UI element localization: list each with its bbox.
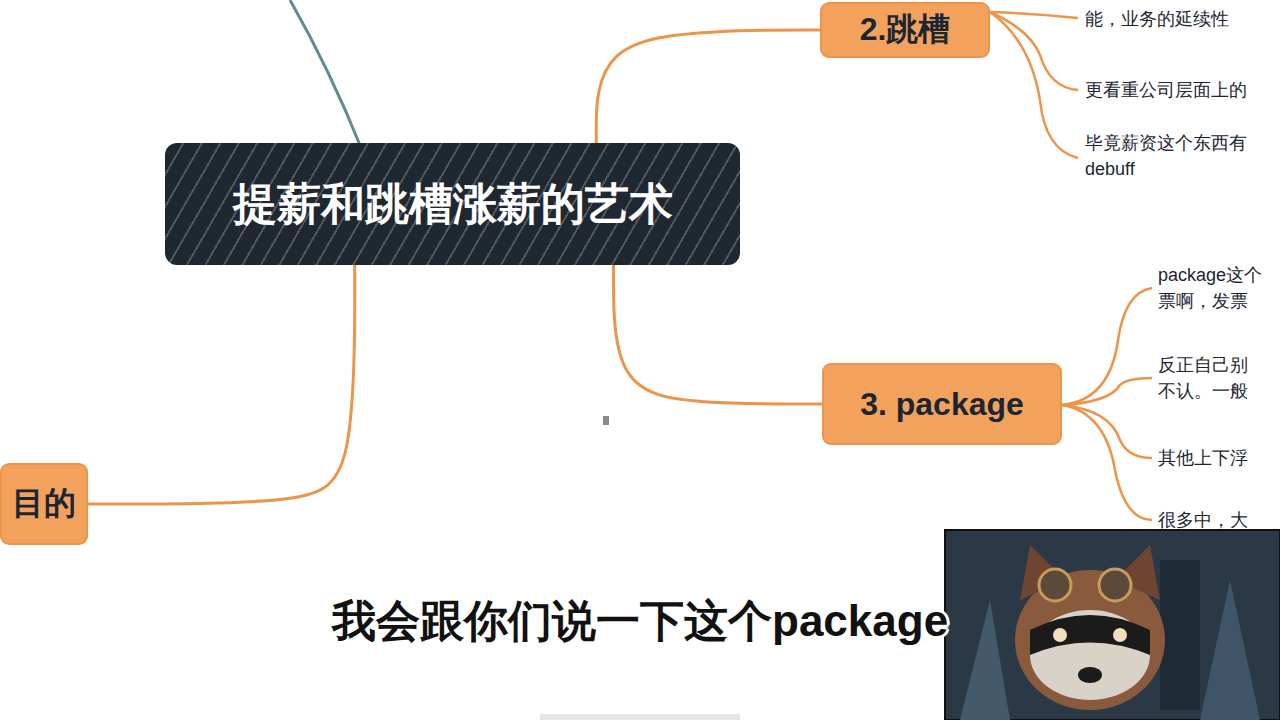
leaf-line bbox=[1062, 288, 1152, 405]
branch-connector bbox=[614, 265, 823, 404]
leaf-text: 更看重公司层面上的 bbox=[1085, 77, 1275, 103]
branch-topic: 2.跳槽 bbox=[820, 2, 990, 58]
leaf-line bbox=[990, 12, 1078, 18]
subtitle-caption: 我会跟你们说一下这个package bbox=[332, 592, 948, 651]
leaf-text: 其他上下浮 bbox=[1158, 445, 1276, 471]
branch-topic: 3. package bbox=[822, 363, 1062, 445]
leaf-text: package这个 票啊，发票 bbox=[1158, 262, 1276, 314]
leaf-line bbox=[990, 12, 1078, 158]
bottom-bar bbox=[540, 714, 740, 720]
branch-connector bbox=[596, 30, 820, 143]
leaf-text: 反正自己别 不认。一般 bbox=[1158, 352, 1276, 404]
leaf-text: 很多中，大 bbox=[1158, 507, 1276, 533]
branch-line bbox=[290, 0, 362, 150]
leaf-text: 能，业务的延续性 bbox=[1085, 6, 1275, 32]
leaf-line bbox=[1062, 405, 1152, 458]
leaf-line bbox=[1062, 378, 1152, 405]
topic-text: 目的 bbox=[12, 482, 76, 526]
webcam-overlay bbox=[945, 530, 1280, 720]
central-topic: 提薪和跳槽涨薪的艺术 bbox=[165, 143, 740, 265]
branch-topic: 目的 bbox=[0, 463, 88, 545]
topic-text: 提薪和跳槽涨薪的艺术 bbox=[233, 175, 673, 234]
branch-connector bbox=[88, 265, 355, 504]
topic-text: 2.跳槽 bbox=[860, 8, 951, 52]
cursor bbox=[603, 416, 609, 425]
leaf-text: 毕竟薪资这个东西有 debuff bbox=[1085, 130, 1275, 182]
leaf-line bbox=[1062, 405, 1152, 520]
topic-text: 3. package bbox=[860, 386, 1024, 423]
